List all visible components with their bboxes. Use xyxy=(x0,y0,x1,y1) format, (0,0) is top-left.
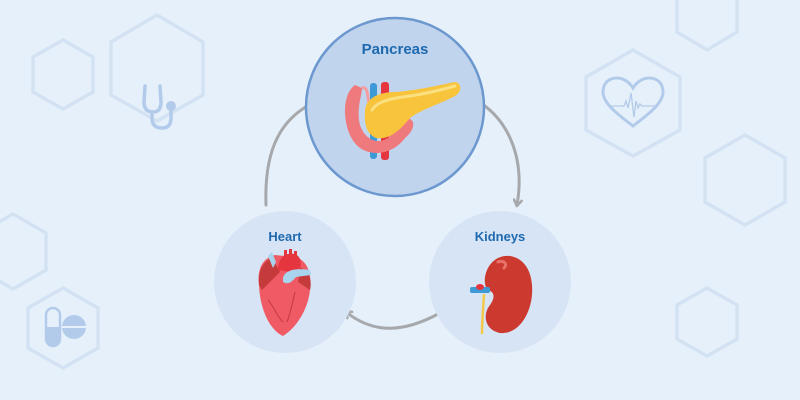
node-label: Heart xyxy=(268,229,302,244)
node-label: Kidneys xyxy=(475,229,526,244)
pancreas-icon xyxy=(344,82,461,160)
hexagon xyxy=(109,12,205,124)
node-heart[interactable]: Heart xyxy=(214,211,356,353)
hexagon xyxy=(703,132,787,228)
kidney-icon xyxy=(470,255,533,335)
hexagon xyxy=(675,0,739,53)
pills-icon xyxy=(44,306,86,348)
hexagon xyxy=(26,285,100,371)
background-hexagons xyxy=(0,0,787,371)
stethoscope-icon xyxy=(142,84,176,130)
heart-organ-icon xyxy=(258,249,311,336)
heartbeat-icon xyxy=(601,76,665,128)
hexagon xyxy=(584,47,682,158)
hexagon xyxy=(675,285,739,359)
hexagon xyxy=(31,37,95,112)
arrow-kidneys-to-heart xyxy=(346,312,442,330)
node-pancreas[interactable]: Pancreas xyxy=(304,16,486,198)
node-label: Pancreas xyxy=(362,41,429,58)
node-kidneys[interactable]: Kidneys xyxy=(429,211,571,353)
hexagon xyxy=(0,211,48,292)
